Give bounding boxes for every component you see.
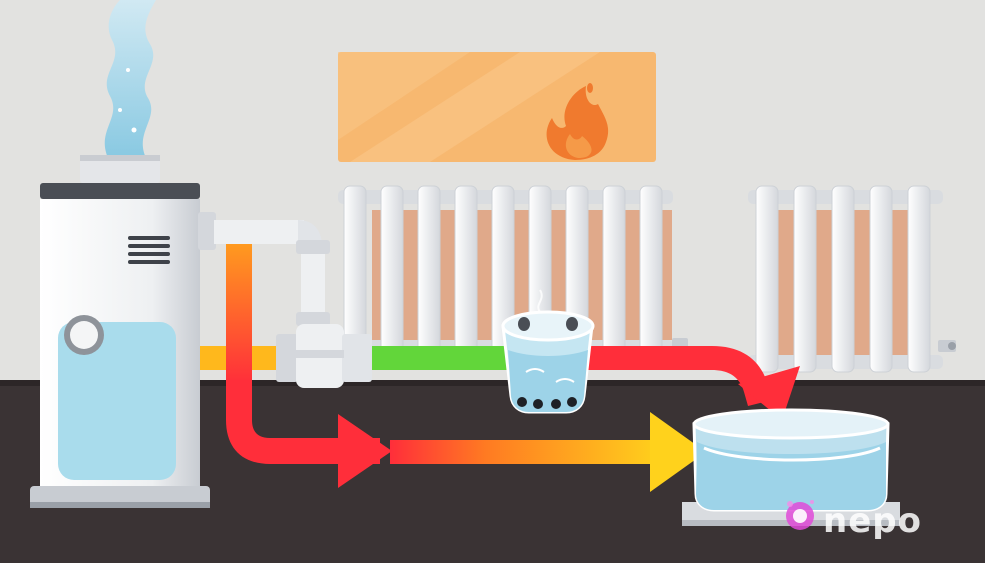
boiler-water-window [58,322,176,480]
radiator-fin [602,185,626,359]
return-flow-arrow [296,412,706,492]
hot-flow-vertical [226,244,252,384]
flame-icon [546,86,609,160]
cool-flow-pipe [372,346,512,370]
flame-drop-icon [587,83,593,93]
bubble-icon [551,399,561,409]
bubble-icon [567,397,577,407]
radiator-fin [454,185,478,359]
boiler [30,155,210,508]
flame-inner-icon [565,134,592,158]
radiator-fin [380,185,404,359]
gauge-icon [64,315,104,355]
floor-edge [0,380,985,386]
boiler-chimney [80,155,160,183]
radiator-secondary [748,185,956,373]
steam-bubble [126,68,130,72]
hot-flow-to-basin [580,346,772,406]
water-basin [682,408,900,526]
radiator-fin [831,185,855,373]
expansion-cup [501,289,595,414]
supply-pipe [198,212,330,326]
mixing-valve [276,324,372,388]
radiator-fin [343,185,367,359]
steam-bubble [118,108,122,112]
bubble-icon [517,397,527,407]
radiator-fin [417,185,441,359]
hot-flow-bend [226,380,300,464]
radiator-fin [907,185,931,373]
radiator-fin [639,185,663,359]
radiator-valve [672,338,688,348]
steam-icon [104,0,156,158]
steam-icon [537,289,543,313]
radiator-fin [793,185,817,373]
radiator-fin [755,185,779,373]
radiator-fin [869,185,893,373]
watermark-logo: nepo [786,500,922,541]
hot-flow-arrowhead [738,366,800,420]
watermark-text: nepo [823,501,922,541]
steam-bubble [131,127,137,133]
wall-heater-panel [338,52,656,162]
bubble-icon [533,399,543,409]
vent-icon [128,236,170,264]
